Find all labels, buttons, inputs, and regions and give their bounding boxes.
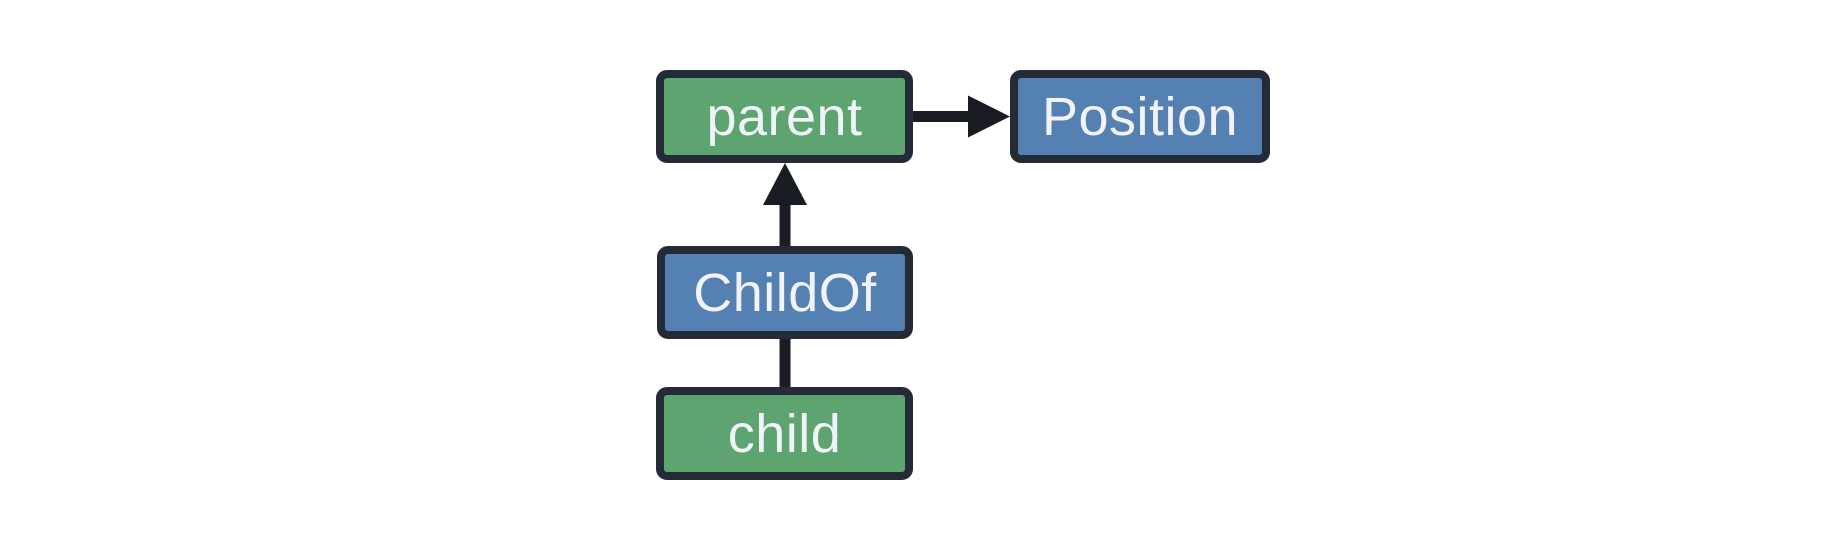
node-child-label: child xyxy=(727,403,842,464)
arrow-childof-to-parent-head xyxy=(763,163,807,205)
node-child: child xyxy=(656,387,913,480)
arrow-parent-to-position-head xyxy=(968,95,1010,138)
arrow-childof-to-parent xyxy=(763,163,807,246)
node-childof: ChildOf xyxy=(657,246,913,339)
node-position-label: Position xyxy=(1041,86,1239,147)
node-position: Position xyxy=(1010,70,1270,163)
node-childof-label: ChildOf xyxy=(693,262,877,323)
node-parent: parent xyxy=(656,70,913,163)
arrow-parent-to-position xyxy=(913,95,1010,138)
node-parent-label: parent xyxy=(706,86,863,147)
